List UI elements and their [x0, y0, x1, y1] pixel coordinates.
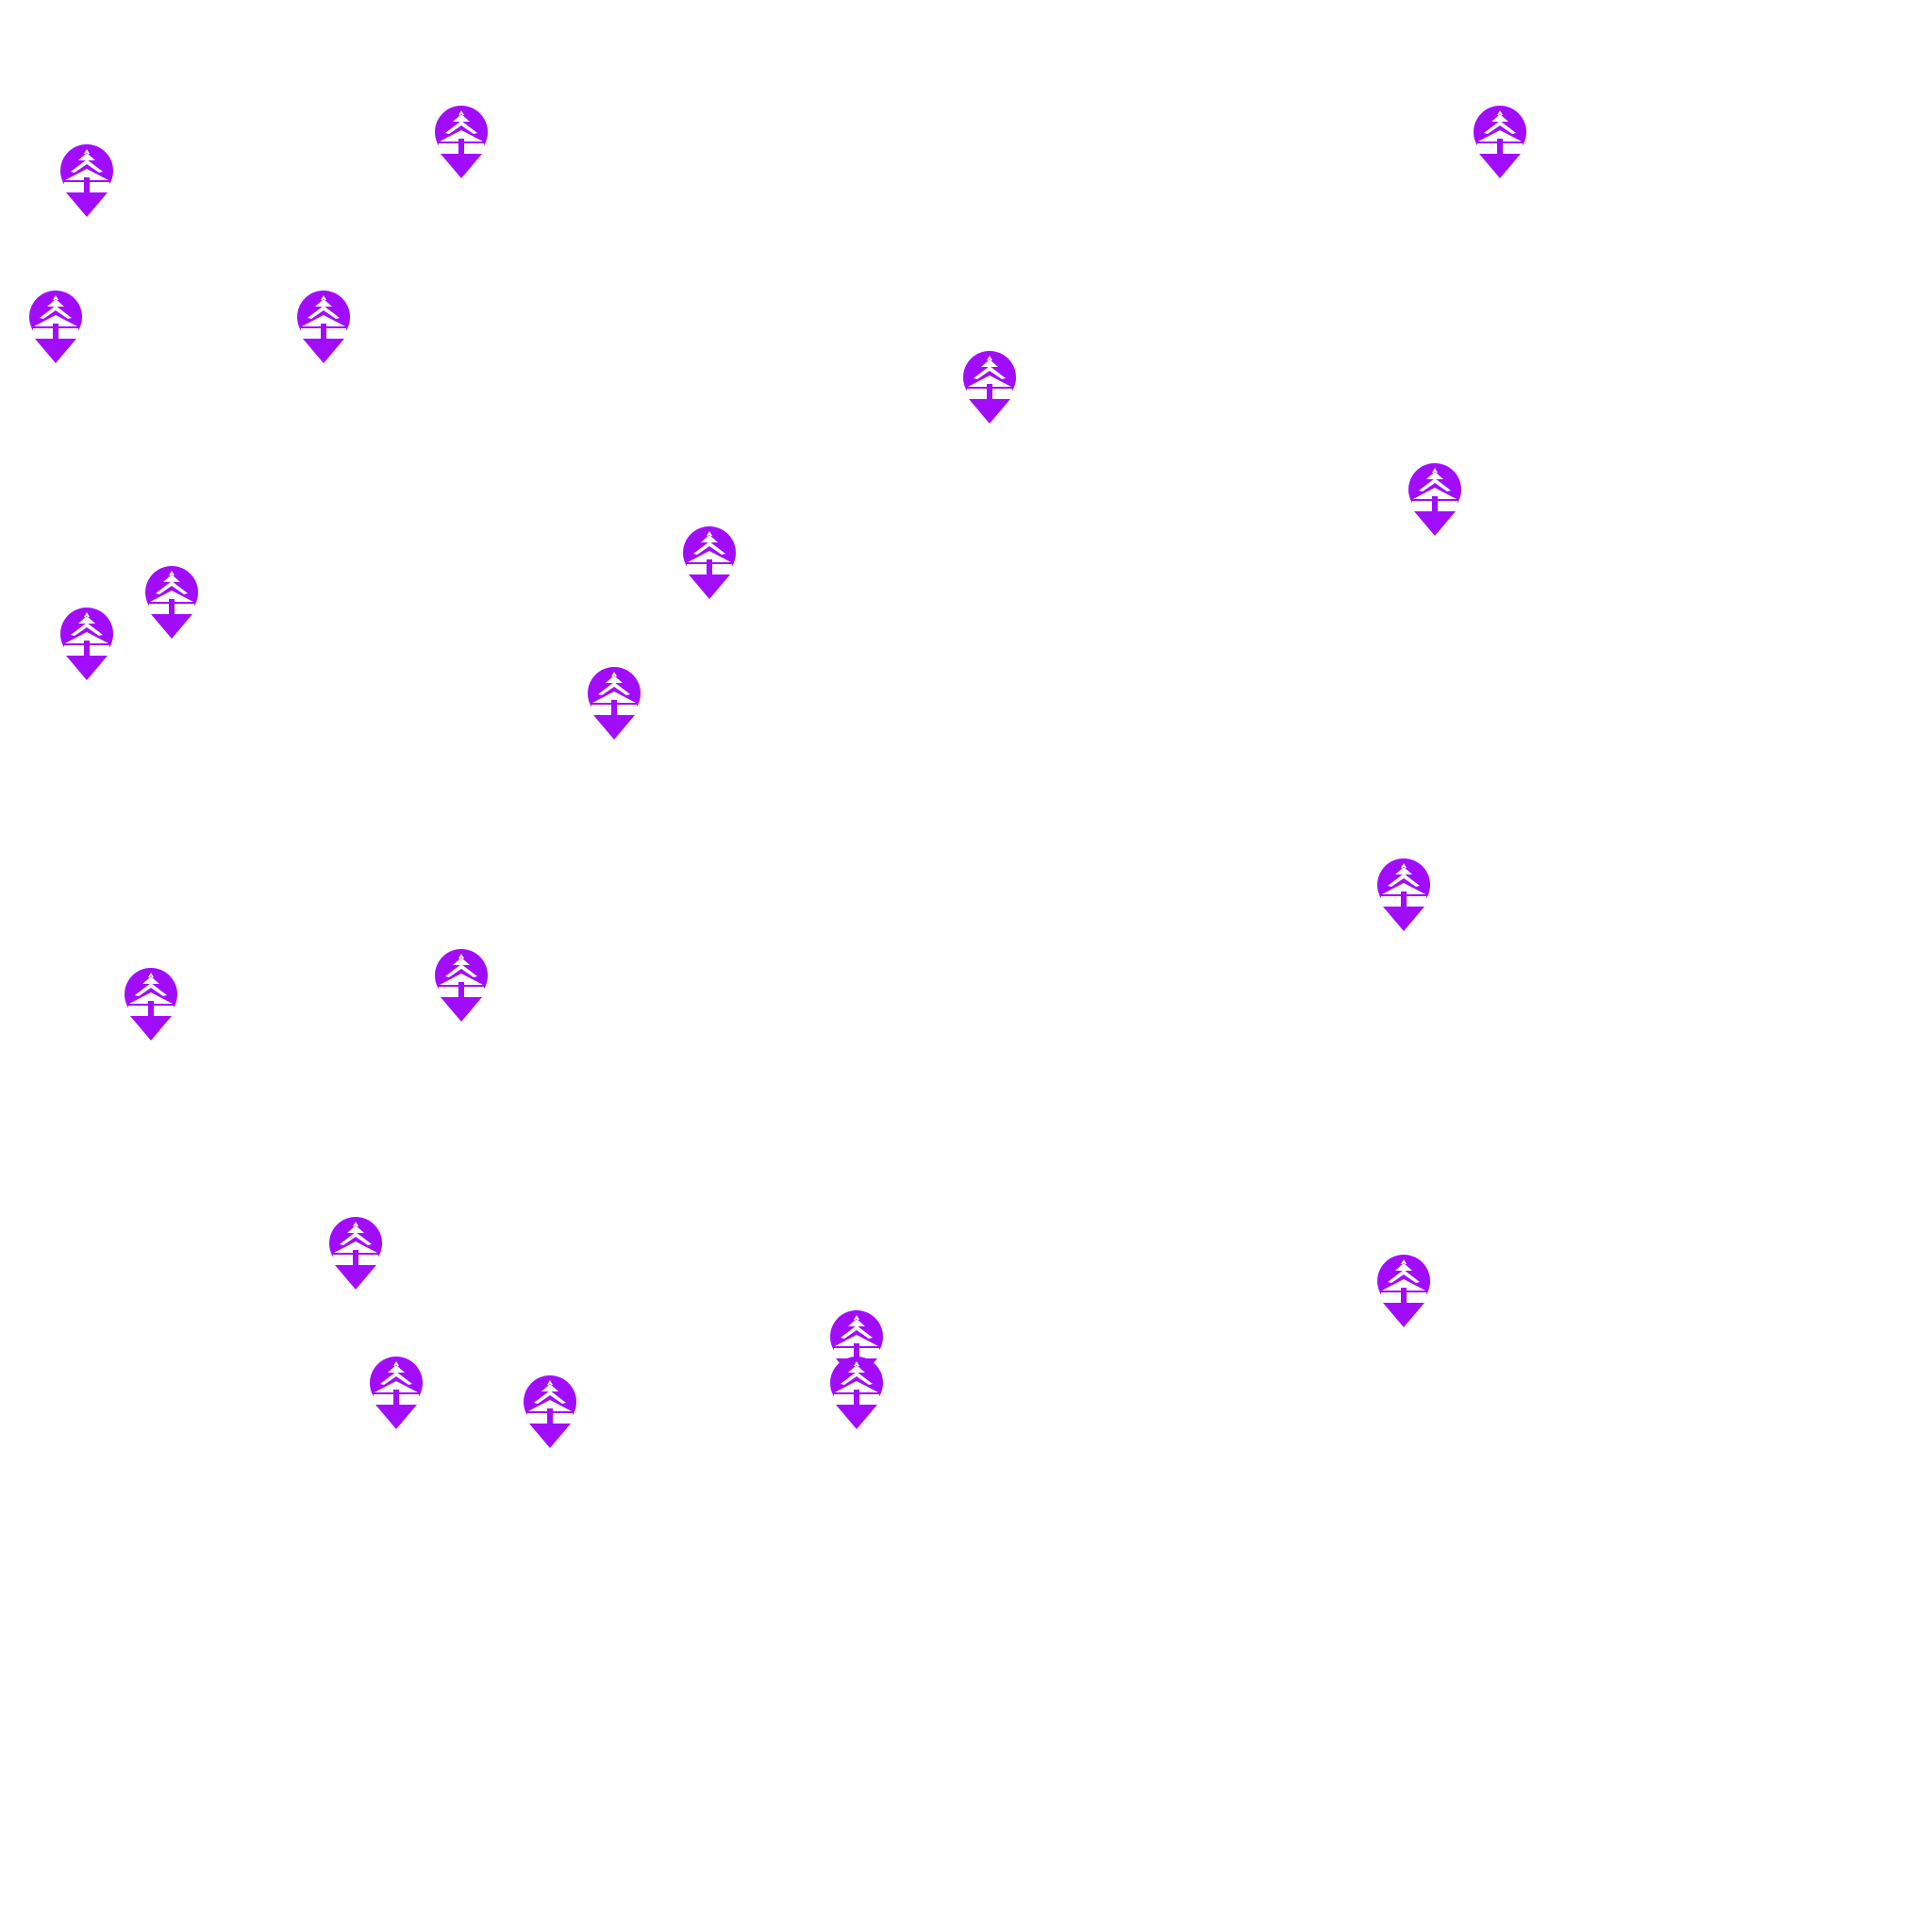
map-marker[interactable] [26, 290, 85, 365]
map-marker[interactable] [326, 1216, 385, 1291]
temple-pin-icon [435, 949, 489, 1023]
temple-pin-icon [124, 968, 177, 1041]
temple-pin-icon [524, 1375, 577, 1449]
map-marker[interactable] [585, 666, 643, 741]
map-marker[interactable] [1471, 105, 1529, 180]
temple-pin-icon [329, 1217, 383, 1291]
map-marker[interactable] [521, 1374, 579, 1450]
map-marker[interactable] [1374, 1254, 1433, 1329]
map-marker[interactable] [680, 525, 739, 601]
map-marker[interactable] [827, 1356, 886, 1431]
temple-pin-icon [297, 290, 351, 363]
temple-pin-icon [1408, 463, 1462, 537]
map-marker[interactable] [142, 565, 201, 641]
temple-pin-icon [683, 525, 737, 599]
map-marker[interactable] [1406, 462, 1464, 538]
map-marker[interactable] [58, 607, 116, 682]
map-marker[interactable] [367, 1356, 425, 1431]
temple-pin-icon [59, 607, 113, 680]
temple-pin-icon [830, 1356, 884, 1429]
temple-pin-icon [59, 143, 113, 217]
map-marker[interactable] [122, 967, 180, 1042]
temple-pin-icon [1377, 858, 1431, 932]
map-marker[interactable] [960, 350, 1019, 425]
temple-pin-icon [144, 565, 198, 639]
temple-pin-icon [1474, 106, 1527, 179]
temple-pin-icon [28, 290, 82, 363]
map-marker[interactable] [294, 290, 353, 365]
map-marker[interactable] [432, 948, 491, 1024]
temple-pin-icon [962, 350, 1016, 424]
temple-pin-icon [370, 1356, 424, 1429]
map-marker[interactable] [432, 105, 491, 180]
map-marker[interactable] [1374, 858, 1433, 933]
temple-pin-icon [1377, 1255, 1431, 1328]
temple-pin-icon [588, 667, 641, 741]
map-marker[interactable] [58, 143, 116, 219]
temple-pin-icon [435, 106, 489, 179]
